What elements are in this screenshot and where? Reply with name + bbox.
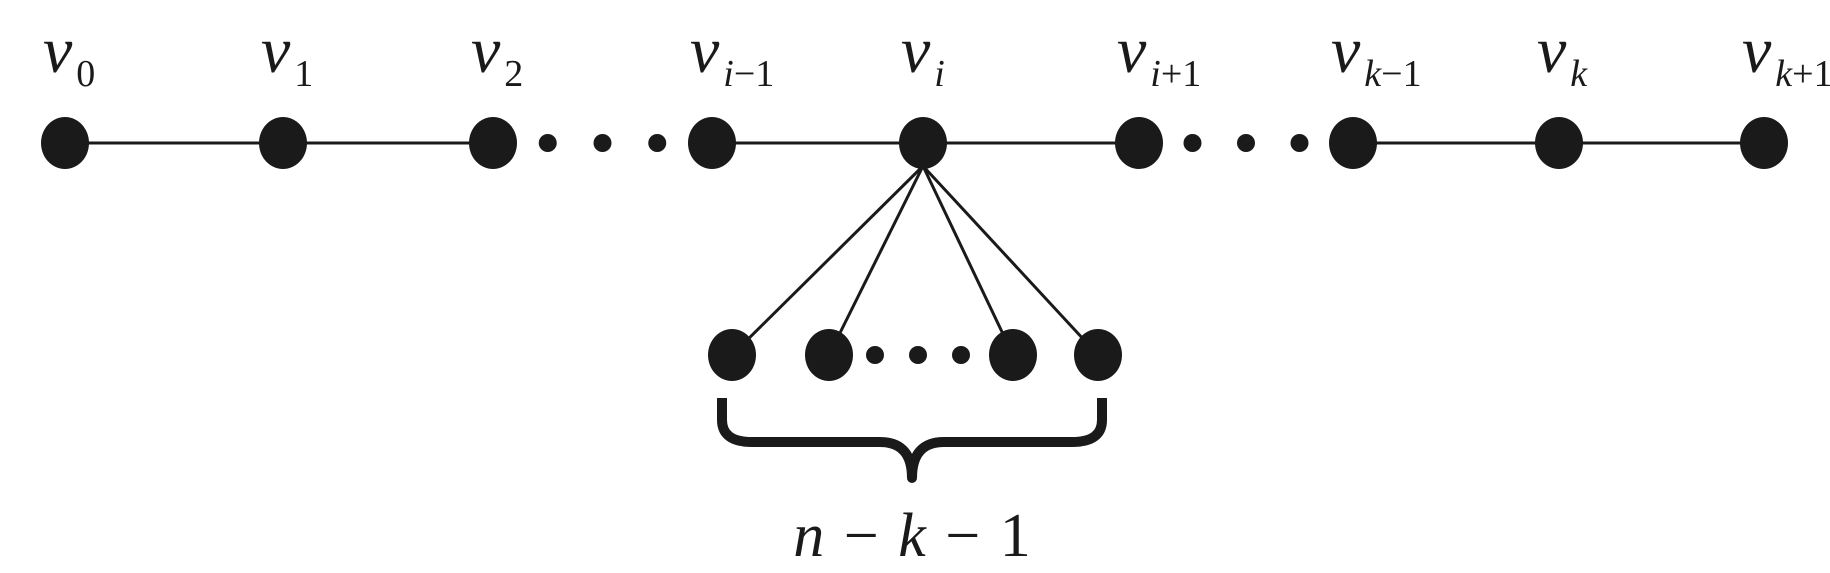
leaf-ellipsis-dot <box>866 346 884 364</box>
vertex-label-subscript: i+1 <box>1150 53 1201 95</box>
subscript-char: i <box>723 53 734 95</box>
subscript-char: 1 <box>294 53 313 95</box>
vertex-label-base: v <box>471 14 501 87</box>
path-vertex-2 <box>469 117 517 169</box>
path-vertex-1 <box>259 117 307 169</box>
vertex-label-subscript: 2 <box>504 53 523 95</box>
path-vertex-4 <box>899 117 947 169</box>
vertex-label-subscript: k+1 <box>1775 53 1830 95</box>
path-ellipsis-dot <box>538 134 557 152</box>
subscript-char: 1 <box>755 53 774 95</box>
subscript-char: i <box>934 53 945 95</box>
subscript-char: 1 <box>1182 53 1201 95</box>
leaf-edge <box>827 165 925 356</box>
path-ellipsis-dot <box>1183 134 1202 152</box>
leaf-count-minus-1: − <box>844 502 879 570</box>
leaf-count-n: n <box>793 502 824 570</box>
vertex-label-base: v <box>261 14 291 87</box>
leaf-count-minus-2: − <box>945 502 980 570</box>
leaf-count-one: 1 <box>1000 502 1031 570</box>
leaf-edge <box>730 164 925 357</box>
vertex-label-base: v <box>1117 14 1147 87</box>
subscript-char: + <box>1792 53 1813 95</box>
leaf-count-label: n − k − 1 <box>793 502 1030 570</box>
path-vertex-6 <box>1329 117 1377 169</box>
path-ellipsis-dot <box>1290 134 1309 152</box>
leaf-count-k: k <box>898 502 927 570</box>
subscript-char: k <box>1364 53 1382 95</box>
subscript-char: i <box>1150 53 1161 95</box>
vertex-label-subscript: i−1 <box>723 53 774 95</box>
vertex-label-subscript: 1 <box>294 53 313 95</box>
path-vertex-8 <box>1740 117 1788 169</box>
vertex-label-base: v <box>1742 14 1772 87</box>
ellipsis-dots <box>538 134 1309 364</box>
vertex-label-subscript: k <box>1570 53 1588 95</box>
vertex-label-base: v <box>690 14 720 87</box>
path-ellipsis-dot <box>593 134 612 152</box>
subscript-char: − <box>1381 53 1402 95</box>
vertex-label-subscript: 0 <box>76 53 95 95</box>
path-vertex-3 <box>688 117 736 169</box>
vertices <box>41 117 1788 381</box>
leaf-group-brace <box>717 398 1107 483</box>
subscript-char: 2 <box>504 53 523 95</box>
leaf-ellipsis-dot <box>909 346 927 364</box>
vertex-label-subscript: i <box>934 53 945 95</box>
subscript-char: k <box>1570 53 1588 95</box>
leaf-edge <box>921 164 1100 357</box>
subscript-char: k <box>1775 53 1793 95</box>
vertex-label-base: v <box>1331 14 1361 87</box>
path-vertex-5 <box>1115 117 1163 169</box>
subscript-char: + <box>1161 53 1182 95</box>
leaf-vertex <box>805 329 853 381</box>
subscript-char: 1 <box>1403 53 1422 95</box>
leaf-vertex <box>708 329 756 381</box>
leaf-vertex <box>989 329 1037 381</box>
path-vertex-7 <box>1535 117 1583 169</box>
vertex-label-base: v <box>43 14 73 87</box>
leaf-vertex <box>1074 329 1122 381</box>
path-ellipsis-dot <box>1237 134 1255 152</box>
subscript-char: 0 <box>76 53 95 95</box>
edges <box>65 141 1764 357</box>
vertex-label-base: v <box>1537 14 1567 87</box>
subscript-char: 1 <box>1814 53 1830 95</box>
path-ellipsis-dot <box>648 134 667 152</box>
vertex-label-base: v <box>901 14 931 87</box>
vertex-label-subscript: k−1 <box>1364 53 1421 95</box>
subscript-char: − <box>734 53 755 95</box>
path-vertex-0 <box>41 117 89 169</box>
leaf-ellipsis-dot <box>952 346 970 364</box>
leaf-edge <box>921 165 1015 356</box>
